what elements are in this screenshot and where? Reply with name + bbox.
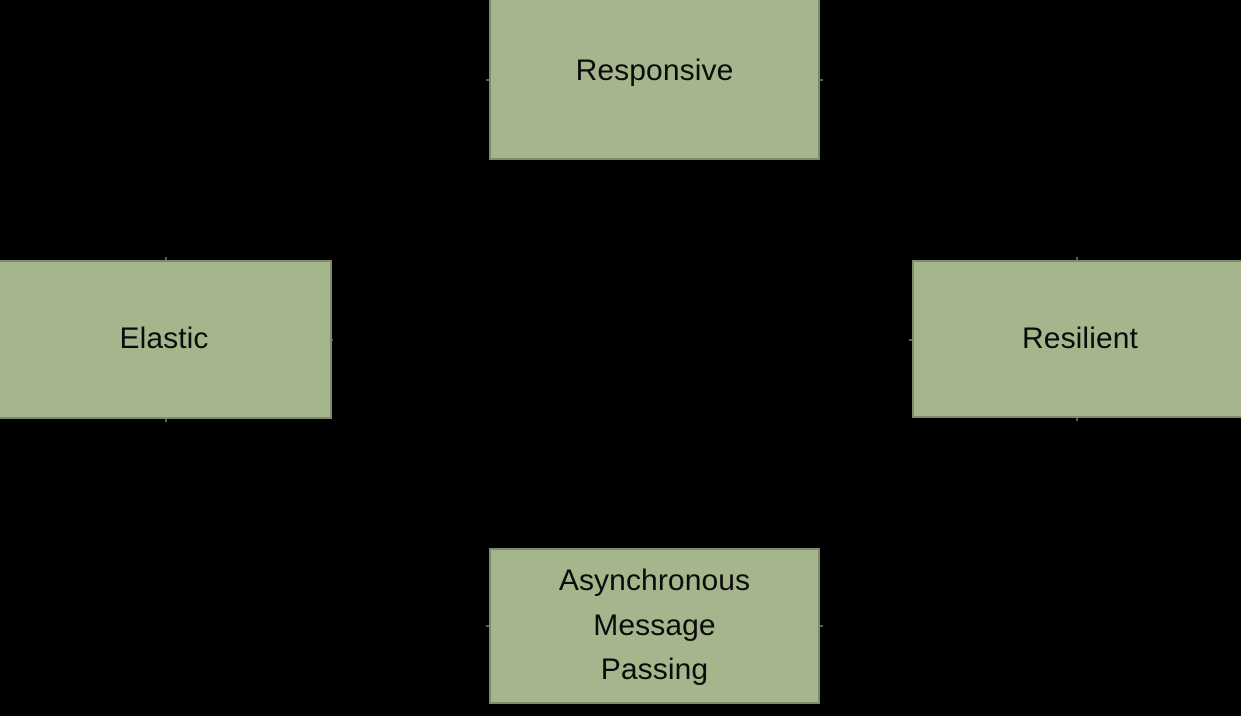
connector-responsive-elastic: [332, 79, 489, 81]
connector-stub-resilient-left: [909, 339, 912, 341]
connector-elastic-async: [165, 160, 167, 260]
node-responsive[interactable]: Responsive: [489, 0, 820, 160]
node-elastic-label: Elastic: [119, 322, 209, 356]
node-asynchronous-message-passing[interactable]: Asynchronous Message Passing: [489, 548, 820, 704]
node-asynchronous-message-passing-label: Asynchronous Message Passing: [558, 564, 751, 687]
node-responsive-label: Responsive: [575, 53, 734, 87]
connector-stub-responsive-right: [820, 79, 823, 81]
connector-responsive-resilient: [820, 79, 912, 81]
connector-stub-async-left: [486, 625, 489, 627]
connector-stub-resilient-top: [1076, 257, 1078, 260]
node-resilient[interactable]: Resilient: [912, 260, 1241, 418]
connector-stub-resilient-bottom: [1076, 418, 1078, 421]
node-resilient-label: Resilient: [1022, 321, 1138, 355]
connector-resilient-async-lower: [820, 625, 912, 627]
connector-elastic-async-lower: [332, 625, 489, 627]
connector-stub-async-right: [820, 625, 823, 627]
node-elastic[interactable]: Elastic: [0, 260, 332, 419]
connector-stub-elastic-bottom: [165, 419, 167, 422]
connector-resilient-async: [1076, 160, 1078, 260]
connector-stub-responsive-left: [486, 79, 489, 81]
connector-stub-elastic-top: [165, 257, 167, 260]
